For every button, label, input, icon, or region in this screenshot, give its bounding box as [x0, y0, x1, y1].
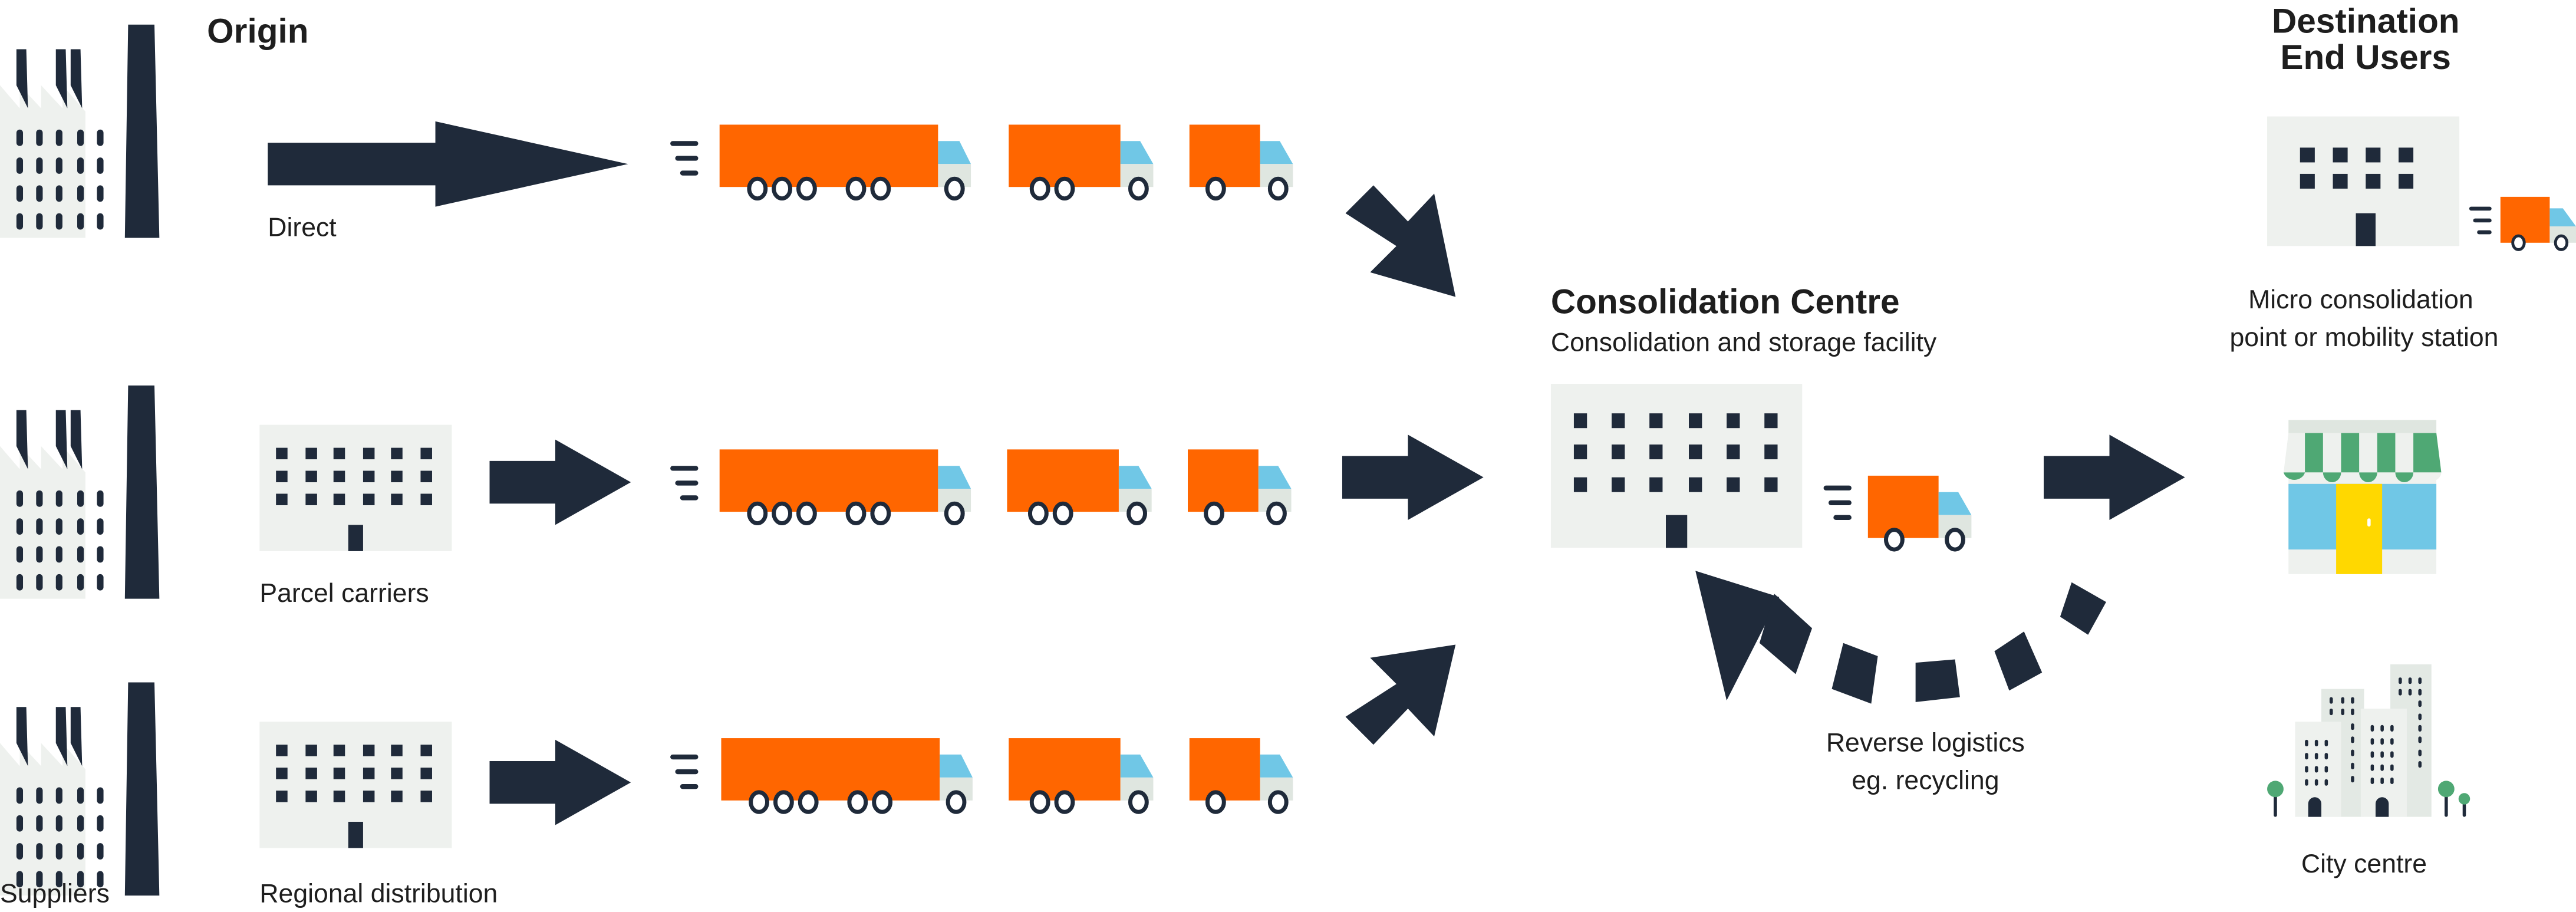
origin-heading: Origin — [207, 12, 308, 50]
arrow-right-icon — [1342, 434, 1484, 521]
arrow-diagonal-down-icon — [1345, 185, 1456, 297]
suppliers-label: Suppliers — [0, 879, 110, 908]
speed-lines-icon — [670, 466, 699, 501]
route-label-regional-distribution: Regional distribution — [259, 879, 498, 908]
city-centre-label: City centre — [2301, 850, 2427, 878]
destination-heading-line1: Destination — [2272, 2, 2460, 41]
reverse-logistics-label-line1: Reverse logistics — [1826, 728, 2025, 757]
truck-small-icon — [1190, 124, 1293, 198]
micro-consolidation-label-line1: Micro consolidation — [2248, 285, 2473, 314]
delivery-van-icon — [1823, 475, 1972, 549]
reverse-logistics-label-line2: eg. recycling — [1852, 766, 1999, 795]
factory-icon — [0, 386, 159, 599]
micro-hub-building-icon — [2267, 116, 2460, 246]
destination-heading-line2: End Users — [2281, 38, 2451, 77]
shop-icon — [2283, 420, 2442, 574]
reverse-logistics-arrow-icon — [1695, 571, 2106, 704]
delivery-van-icon — [2469, 196, 2576, 250]
truck-medium-icon — [1009, 124, 1153, 198]
warehouse-building-icon — [1550, 384, 1803, 548]
origin-row-parcel-carriers: Parcel carriers — [0, 386, 1292, 608]
arrow-right-icon — [2044, 434, 2185, 521]
factory-icon — [0, 682, 159, 895]
speed-lines-icon — [670, 754, 699, 789]
factory-icon — [0, 25, 159, 238]
destination-micro-consolidation: Micro consolidation point or mobility st… — [2229, 116, 2576, 352]
route-label-direct: Direct — [268, 213, 337, 242]
arrow-right-icon — [489, 439, 631, 525]
truck-large-icon — [721, 738, 972, 812]
consolidation-centre: Consolidation Centre Consolidation and s… — [1550, 282, 1972, 549]
truck-medium-icon — [1009, 738, 1153, 812]
truck-small-icon — [1188, 449, 1292, 523]
arrow-right-icon — [268, 121, 628, 207]
origin-row-regional-distribution: Suppliers Regional distribution — [0, 682, 1293, 908]
office-building-icon — [259, 425, 452, 551]
truck-large-icon — [720, 449, 971, 523]
destination-shop — [2283, 420, 2442, 574]
truck-medium-icon — [1007, 449, 1151, 523]
destination-city-centre: City centre — [2267, 664, 2470, 878]
truck-large-icon — [720, 124, 971, 198]
micro-consolidation-label-line2: point or mobility station — [2229, 323, 2498, 352]
arrow-diagonal-up-icon — [1345, 644, 1456, 745]
truck-small-icon — [1190, 738, 1293, 812]
route-label-parcel-carriers: Parcel carriers — [259, 579, 429, 608]
speed-lines-icon — [670, 141, 699, 176]
arrow-right-icon — [489, 739, 631, 825]
city-buildings-icon — [2267, 664, 2470, 817]
office-building-icon — [259, 722, 452, 848]
consolidation-title: Consolidation Centre — [1551, 282, 1900, 321]
origin-row-direct: Direct — [0, 25, 1293, 242]
consolidation-subtitle: Consolidation and storage facility — [1551, 328, 1937, 357]
